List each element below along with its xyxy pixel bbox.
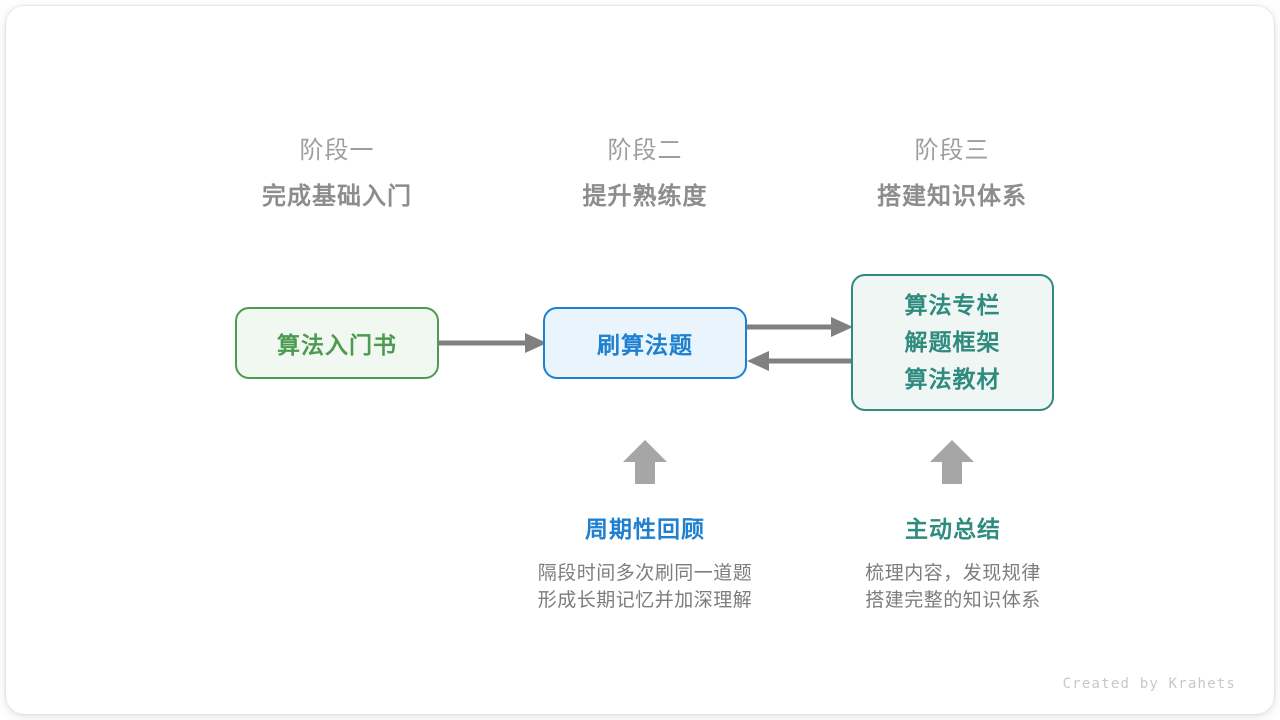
note-summary-title: 主动总结 [905, 516, 1001, 542]
up-arrow-summary-icon [930, 440, 974, 484]
note-summary-desc-line-1: 梳理内容，发现规律 [865, 563, 1041, 584]
note-review-desc-line-1: 隔段时间多次刷同一道题 [537, 563, 753, 584]
node-knowledge-resources[interactable]: 算法专栏 解题框架 算法教材 [851, 274, 1054, 411]
note-summary-description: 梳理内容，发现规律 搭建完整的知识体系 [803, 560, 1103, 614]
phase-title-1: 完成基础入门 [262, 183, 412, 210]
node-resources-line-3: 算法教材 [904, 366, 1001, 392]
phase-header-3: 阶段三 搭建知识体系 [822, 134, 1082, 214]
phase-index-2: 阶段二 [607, 137, 683, 164]
node-practice-label: 刷算法题 [597, 332, 693, 358]
note-active-summary: 主动总结 梳理内容，发现规律 搭建完整的知识体系 [803, 514, 1103, 614]
node-resources-line-1: 算法专栏 [904, 292, 1001, 318]
phase-index-3: 阶段三 [914, 137, 990, 164]
note-summary-desc-line-2: 搭建完整的知识体系 [865, 590, 1041, 611]
note-periodic-review: 周期性回顾 隔段时间多次刷同一道题 形成长期记忆并加深理解 [495, 514, 795, 614]
note-review-description: 隔段时间多次刷同一道题 形成长期记忆并加深理解 [495, 560, 795, 614]
credit-text: Created by Krahets [1062, 676, 1236, 692]
node-book-label: 算法入门书 [277, 332, 397, 358]
node-algorithm-intro-book[interactable]: 算法入门书 [235, 307, 439, 379]
connector-resources-to-practice [747, 351, 855, 371]
connector-book-to-practice [439, 333, 547, 353]
phase-header-1: 阶段一 完成基础入门 [207, 134, 467, 214]
note-review-desc-line-2: 形成长期记忆并加深理解 [537, 590, 753, 611]
diagram-canvas: 阶段一 完成基础入门 阶段二 提升熟练度 阶段三 搭建知识体系 算法入门书 刷算… [6, 6, 1274, 714]
phase-title-3: 搭建知识体系 [877, 183, 1027, 210]
note-review-title: 周期性回顾 [585, 516, 705, 542]
phase-title-2: 提升熟练度 [582, 183, 708, 210]
node-resources-line-2: 解题框架 [904, 329, 1001, 355]
phase-index-1: 阶段一 [299, 137, 375, 164]
connector-practice-to-resources [745, 317, 853, 337]
up-arrow-review-icon [623, 440, 667, 484]
phase-header-2: 阶段二 提升熟练度 [515, 134, 775, 214]
node-practice-problems[interactable]: 刷算法题 [543, 307, 747, 379]
